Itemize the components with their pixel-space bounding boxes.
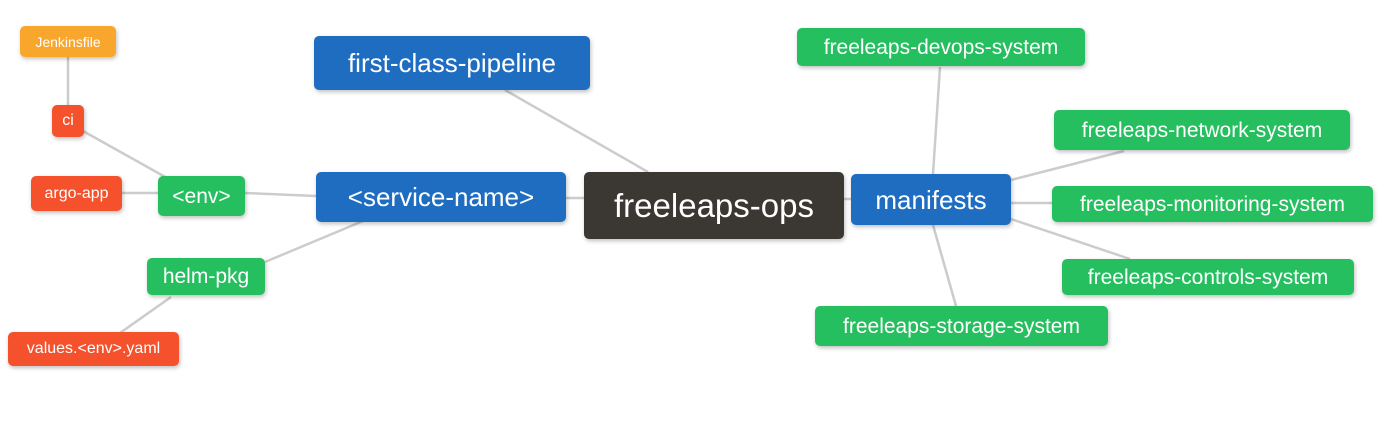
node-env[interactable]: <env> bbox=[158, 176, 245, 216]
node-jenkinsfile[interactable]: Jenkinsfile bbox=[20, 26, 116, 57]
node-helm-pkg[interactable]: helm-pkg bbox=[147, 258, 265, 295]
node-freeleaps-storage-system[interactable]: freeleaps-storage-system bbox=[815, 306, 1108, 346]
node-freeleaps-monitoring-system[interactable]: freeleaps-monitoring-system bbox=[1052, 186, 1373, 222]
edge-ci-env bbox=[82, 129, 168, 180]
node-service-name[interactable]: <service-name> bbox=[316, 172, 566, 222]
node-freeleaps-ops-root[interactable]: freeleaps-ops bbox=[584, 172, 844, 239]
node-values-env-yaml[interactable]: values.<env>.yaml bbox=[8, 332, 179, 366]
node-first-class-pipeline[interactable]: first-class-pipeline bbox=[314, 36, 590, 90]
edge-helm-pkg-service-name bbox=[264, 219, 364, 264]
node-ci[interactable]: ci bbox=[52, 105, 84, 137]
node-freeleaps-devops-system[interactable]: freeleaps-devops-system bbox=[797, 28, 1085, 66]
edge-fcp-freeleaps-ops bbox=[504, 88, 649, 174]
edge-manifests-network bbox=[1010, 149, 1125, 182]
edge-manifests-controls bbox=[1010, 217, 1131, 261]
edge-manifests-devops bbox=[931, 66, 942, 175]
node-argo-app[interactable]: argo-app bbox=[31, 176, 122, 211]
node-freeleaps-network-system[interactable]: freeleaps-network-system bbox=[1054, 110, 1350, 150]
edge-env-service-name bbox=[244, 191, 317, 198]
edge-manifests-storage bbox=[931, 224, 958, 307]
node-freeleaps-controls-system[interactable]: freeleaps-controls-system bbox=[1062, 259, 1354, 295]
node-manifests[interactable]: manifests bbox=[851, 174, 1011, 225]
edge-values-helm-pkg bbox=[119, 295, 172, 335]
